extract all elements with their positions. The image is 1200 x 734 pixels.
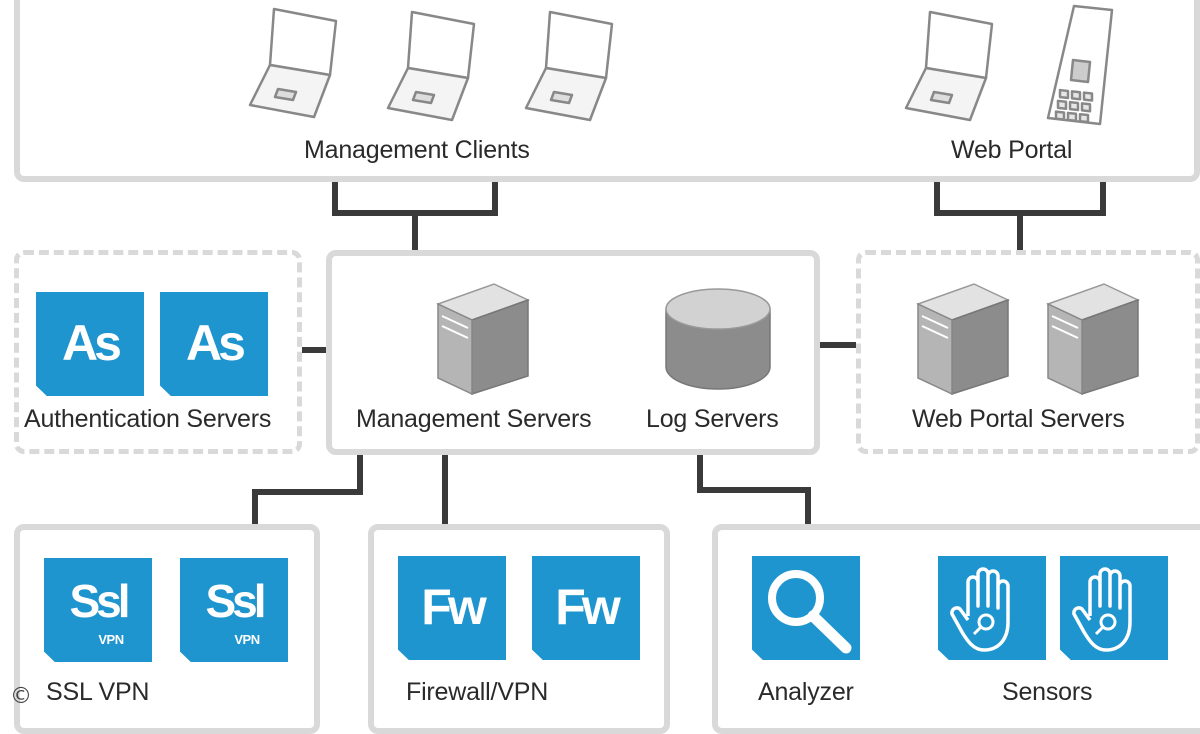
database-icon <box>665 288 771 390</box>
management-servers-label: Management Servers <box>356 405 592 433</box>
firewall-tile: Fw <box>398 556 506 660</box>
copyright-symbol: © <box>10 684 32 709</box>
firewall-vpn-label: Firewall/VPN <box>406 678 549 706</box>
server-tower-icon <box>1046 283 1140 396</box>
hand-sensor-icon <box>950 567 1010 652</box>
analyzer-label: Analyzer <box>758 678 854 706</box>
ssl-vpn-tile: Ssl VPN <box>44 558 152 662</box>
laptop-icon <box>524 10 614 122</box>
laptop-icon <box>248 7 338 119</box>
management-clients-label: Management Clients <box>304 136 530 164</box>
hand-sensor-icon <box>1072 567 1132 652</box>
authentication-servers-label: Authentication Servers <box>24 405 272 433</box>
log-servers-label: Log Servers <box>646 405 779 433</box>
ssl-vpn-tile: Ssl VPN <box>180 558 288 662</box>
analyzer-tile <box>752 556 860 660</box>
server-tower-icon <box>436 283 530 396</box>
magnifier-icon <box>768 570 852 654</box>
web-portal-label: Web Portal <box>951 136 1073 164</box>
firewall-tile: Fw <box>532 556 640 660</box>
sensor-tile <box>938 556 1046 660</box>
ssl-vpn-label: SSL VPN <box>46 678 150 706</box>
sensors-label: Sensors <box>1002 678 1093 706</box>
authentication-server-tile: As <box>160 292 268 396</box>
mobile-phone-icon <box>1046 4 1114 126</box>
authentication-server-tile: As <box>36 292 144 396</box>
laptop-icon <box>904 10 994 122</box>
sensor-tile <box>1060 556 1168 660</box>
web-portal-servers-label: Web Portal Servers <box>912 405 1125 433</box>
server-tower-icon <box>916 283 1010 396</box>
laptop-icon <box>386 10 476 122</box>
web-portal-servers-panel <box>856 250 1200 454</box>
